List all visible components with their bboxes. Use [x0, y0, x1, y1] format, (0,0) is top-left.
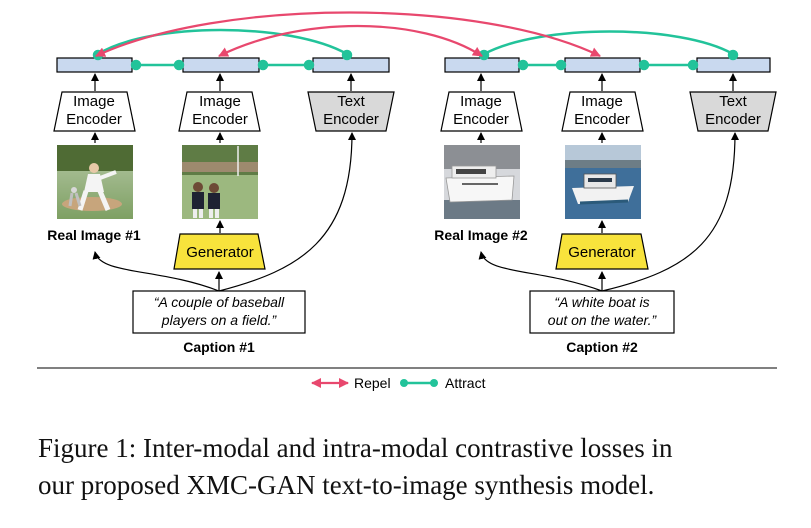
- figure-caption-line2: our proposed XMC-GAN text-to-image synth…: [38, 470, 655, 500]
- generated-image-1-embedding: [182, 57, 260, 73]
- caption-1-flows: [92, 132, 356, 292]
- caption-2-box: [529, 290, 675, 334]
- encoder-label-line2: Encoder: [192, 111, 248, 128]
- caption-1-title: Caption #1: [183, 339, 255, 355]
- real-image-2-label: Real Image #2: [434, 227, 528, 243]
- generated-image-1-photo: [182, 145, 258, 219]
- caption-2-flows: [478, 132, 739, 292]
- caption-2-title: Caption #2: [566, 339, 638, 355]
- caption-2-line2: out on the water.”: [548, 312, 658, 328]
- encoder-label-line1: Image: [73, 93, 115, 110]
- generator-1-label: Generator: [186, 244, 254, 261]
- real-image-1-label: Real Image #1: [47, 227, 141, 243]
- text-encoder-2: [689, 91, 777, 132]
- real-image-1-embedding: [56, 57, 133, 73]
- encoder-label-line1: Image: [460, 93, 502, 110]
- encoder-label-line2: Encoder: [323, 111, 379, 128]
- encoder-label-line1: Image: [199, 93, 241, 110]
- image-encoder-2: [178, 91, 261, 132]
- legend-attract-label: Attract: [445, 375, 486, 391]
- text-encoder-1: [307, 91, 395, 132]
- encoder-label-line2: Encoder: [453, 111, 509, 128]
- encoder-label-line2: Encoder: [705, 111, 761, 128]
- caption-1-line1: “A couple of baseball: [154, 294, 285, 310]
- real-image-2-photo: [444, 145, 520, 219]
- real-image-1-photo: [57, 145, 133, 219]
- encoder-label-line1: Text: [719, 93, 747, 110]
- generator-2-label: Generator: [568, 244, 636, 261]
- repel-arcs: [95, 11, 601, 57]
- encoder-label-line1: Text: [337, 93, 365, 110]
- image-encoder-4: [561, 91, 644, 132]
- generator-1: [173, 233, 266, 270]
- image-encoder-1: [53, 91, 136, 132]
- caption-2-line1: “A white boat is: [554, 294, 649, 310]
- encoder-label-line2: Encoder: [66, 111, 122, 128]
- image-encoder-3: [440, 91, 523, 132]
- attract-links-2: [478, 30, 739, 71]
- generated-image-2-photo: [565, 145, 641, 219]
- architecture-diagram: Image Encoder Image Encoder Text Encoder: [37, 11, 777, 391]
- encoder-label-line1: Image: [581, 93, 623, 110]
- figure-caption-line1: Figure 1: Inter-modal and intra-modal co…: [38, 433, 673, 463]
- figure-caption: Figure 1: Inter-modal and intra-modal co…: [38, 430, 798, 504]
- legend: Repel Attract: [311, 375, 486, 391]
- generator-2: [555, 233, 649, 270]
- legend-repel-label: Repel: [354, 375, 391, 391]
- text-1-embedding: [312, 57, 390, 73]
- generated-image-2-embedding: [564, 57, 641, 73]
- caption-1-line2: players on a field.”: [161, 312, 278, 328]
- real-image-2-embedding: [444, 57, 520, 73]
- encoder-label-line2: Encoder: [574, 111, 630, 128]
